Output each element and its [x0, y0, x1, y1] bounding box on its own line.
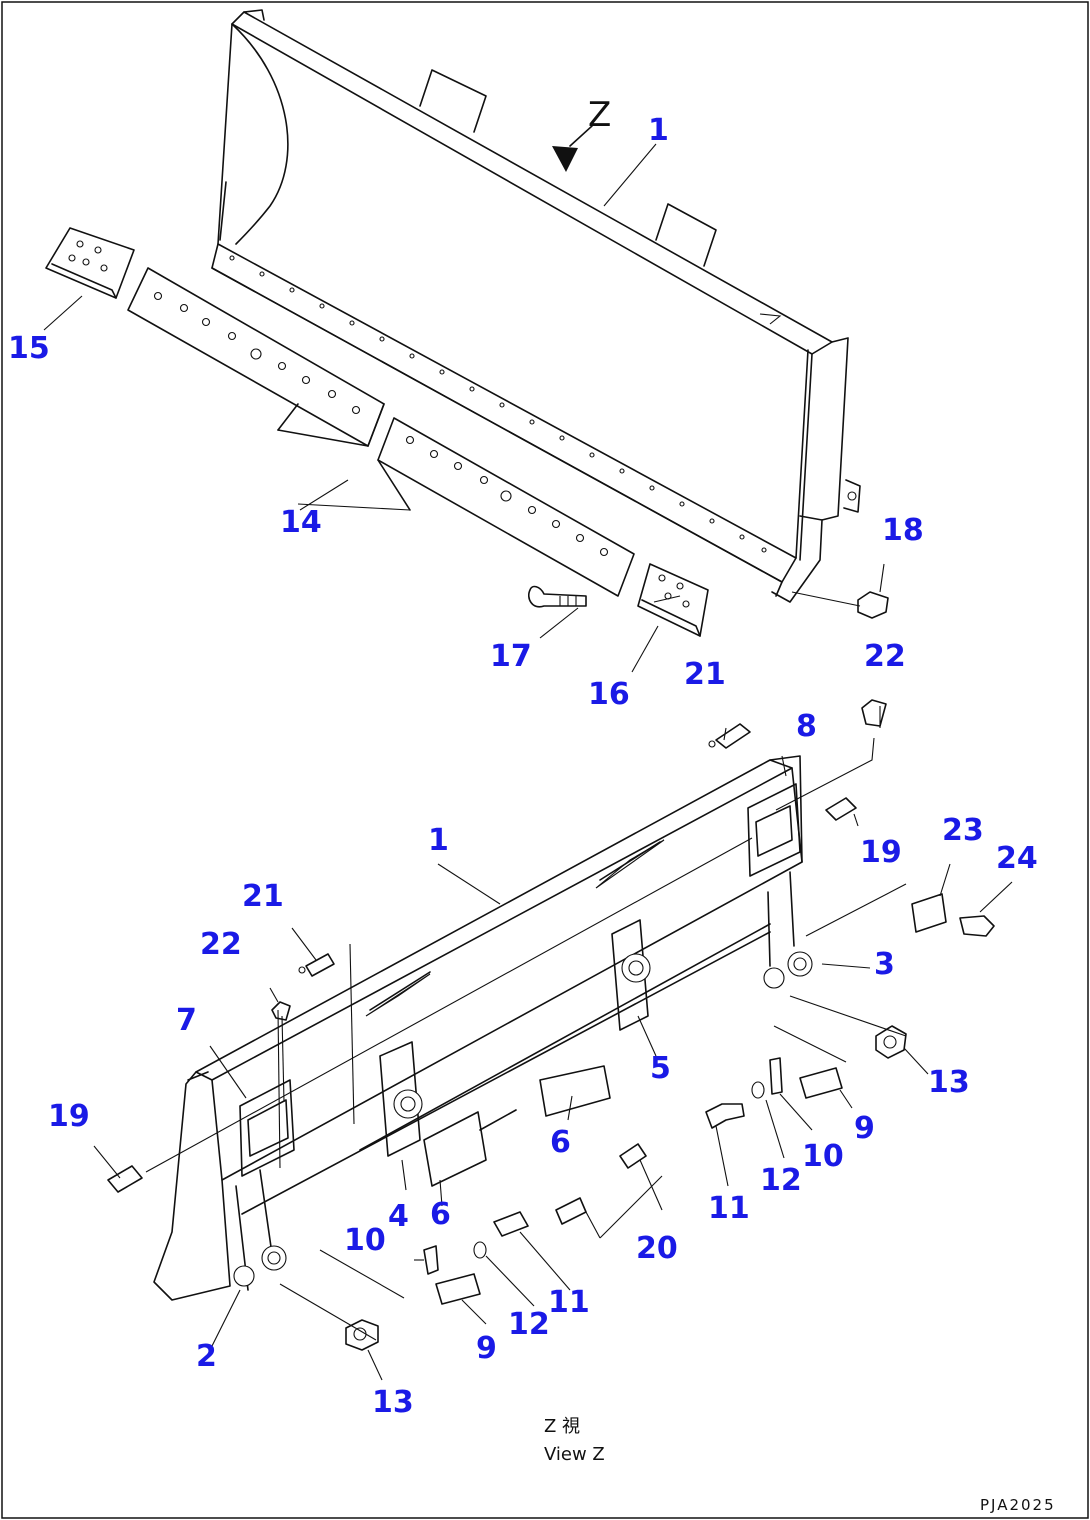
grease-fitting-21-lower	[298, 953, 335, 977]
callout-12-right: 12	[760, 1163, 802, 1198]
callout-numbers: 1 1 2 3 4 5 6 6 7 8 9 9 10 10 11 11 12 1…	[8, 113, 1038, 1420]
callout-1-upper: 1	[648, 113, 669, 148]
fitting-19-right	[825, 797, 857, 821]
callout-22-upper: 22	[864, 639, 906, 674]
cutting-edge-right	[377, 417, 635, 597]
drawing-code: PJA2025	[980, 1496, 1056, 1514]
callout-24: 24	[996, 841, 1038, 876]
fitting-20-a	[555, 1197, 587, 1225]
callout-9-right: 9	[854, 1111, 875, 1146]
callout-13-right: 13	[928, 1065, 970, 1100]
plate-23	[911, 893, 947, 933]
view-caption-line1: Z 視	[544, 1416, 580, 1437]
callout-11-left: 11	[548, 1285, 590, 1320]
callout-23: 23	[942, 813, 984, 848]
callout-7: 7	[176, 1003, 197, 1038]
grease-fitting-21-upper	[708, 723, 751, 749]
washer-12-right	[751, 1081, 765, 1099]
nut-18	[857, 591, 889, 619]
blade-hole-row	[229, 255, 767, 553]
callout-2: 2	[196, 1339, 217, 1374]
bolt-11-left	[493, 1211, 529, 1237]
blade-upper	[211, 9, 861, 603]
blade-lower-frame	[153, 755, 813, 1301]
callout-18: 18	[882, 513, 924, 548]
callout-17: 17	[490, 639, 532, 674]
cap-22-lower	[271, 1001, 291, 1021]
view-caption-line2: View Z	[544, 1444, 605, 1465]
end-bit-left	[45, 227, 135, 299]
leader-lines	[43, 143, 1013, 1381]
end-bit-right	[637, 563, 709, 637]
washer-12-left	[473, 1241, 487, 1259]
callout-10-left: 10	[344, 1223, 386, 1258]
callout-6-right: 6	[550, 1125, 571, 1160]
callout-1-lower: 1	[428, 823, 449, 858]
callout-3: 3	[874, 947, 895, 982]
callout-8: 8	[796, 709, 817, 744]
bolt-11-right	[705, 1103, 745, 1129]
pin-9-left	[435, 1273, 481, 1305]
callout-12-left: 12	[508, 1307, 550, 1342]
nut-13-right	[875, 1025, 907, 1059]
callout-13-left: 13	[372, 1385, 414, 1420]
fitting-20-b	[619, 1143, 647, 1169]
plate-10-right	[769, 1057, 783, 1095]
nut-13-left	[345, 1319, 379, 1351]
cap-22-upper	[861, 699, 887, 727]
callout-14: 14	[280, 505, 322, 540]
callout-10-right: 10	[802, 1139, 844, 1174]
callout-16: 16	[588, 677, 630, 712]
callout-6-left: 6	[430, 1197, 451, 1232]
callout-4: 4	[388, 1199, 409, 1234]
callout-21-lower: 21	[242, 879, 284, 914]
callout-11-right: 11	[708, 1191, 750, 1226]
plate-10-left	[423, 1245, 439, 1275]
bolt-24	[959, 915, 995, 937]
view-caption: Z 視 View Z	[544, 1416, 605, 1465]
callout-9-left: 9	[476, 1331, 497, 1366]
bolt-17	[528, 585, 587, 608]
callout-19-left: 19	[48, 1099, 90, 1134]
callout-22-lower: 22	[200, 927, 242, 962]
view-arrow-letter: Z	[588, 95, 611, 135]
callout-20: 20	[636, 1231, 678, 1266]
callout-21-upper: 21	[684, 657, 726, 692]
pin-9-right	[799, 1067, 843, 1099]
cutting-edge-left	[127, 267, 385, 447]
view-arrow-z: Z	[552, 95, 611, 172]
callout-15: 15	[8, 331, 50, 366]
fitting-19-left	[107, 1165, 143, 1193]
callout-19-right: 19	[860, 835, 902, 870]
callout-5: 5	[650, 1051, 671, 1086]
